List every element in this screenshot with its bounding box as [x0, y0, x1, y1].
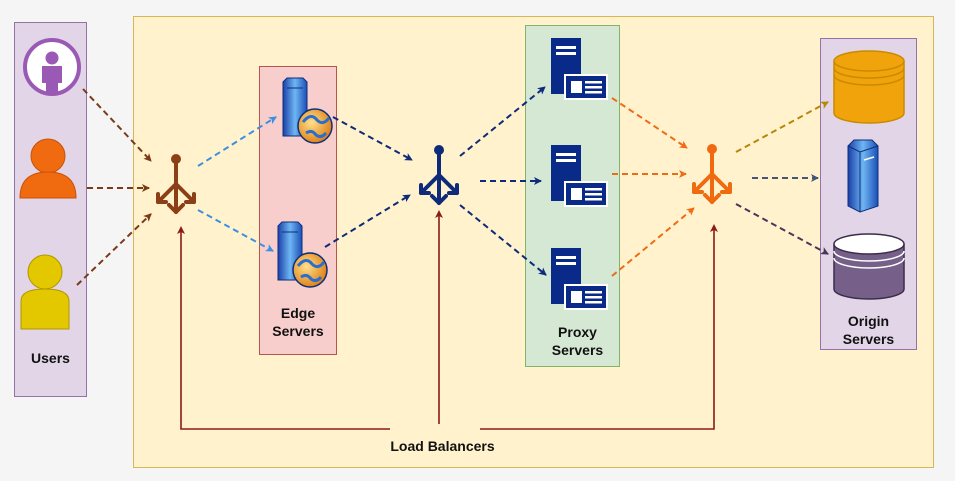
connector-lb1: [177, 226, 390, 430]
proxy-server-icon: [551, 248, 608, 310]
arrow-lb1-edge2: [197, 209, 274, 252]
arrow-edge1-lb2: [332, 116, 413, 161]
load-balancers-connector: [177, 210, 718, 430]
arrow-proxy3-lb3: [611, 207, 695, 277]
load-balancer-icon: [156, 154, 196, 214]
connector-lb3: [480, 224, 718, 430]
database-icon: [833, 233, 905, 300]
users-label: Users: [31, 350, 70, 366]
arrow-edge2-lb2: [324, 194, 411, 248]
arrow-proxy1-lb3: [611, 97, 688, 149]
origin-servers-label: Origin Servers: [842, 313, 895, 347]
user-icon: [19, 138, 77, 199]
load-balancer-icon: [692, 144, 732, 204]
arrow-lb3-origin3: [735, 203, 829, 255]
arrow-lb3-origin1: [735, 101, 829, 153]
edge-to-lb2-arrows: [324, 116, 413, 248]
user-icon: [23, 38, 81, 96]
load-balancer-icon: [419, 145, 459, 205]
arrow-lb1-edge1: [197, 116, 277, 167]
user-icon: [20, 254, 70, 330]
load-balancers-label: Load Balancers: [390, 438, 495, 454]
arrow-user3-lb1: [76, 213, 152, 286]
proxy-servers-label: Proxy Servers: [551, 324, 604, 358]
lb2-to-proxy-arrows: [459, 86, 547, 276]
server-icon: [847, 139, 879, 213]
arrow-user1-lb1: [82, 88, 152, 162]
proxy-server-icon: [551, 145, 608, 207]
lb1-to-edge-arrows: [197, 116, 277, 252]
proxy-to-lb3-arrows: [611, 97, 695, 277]
database-icon: [833, 50, 905, 124]
arrow-lb2-proxy1: [459, 86, 546, 157]
server-globe-icon: [277, 221, 328, 288]
arrow-lb2-proxy3: [459, 204, 547, 276]
lb3-to-origin-arrows: [735, 101, 829, 255]
edge-servers-label: Edge Servers: [272, 305, 324, 339]
server-globe-icon: [282, 77, 333, 144]
proxy-server-icon: [551, 38, 608, 100]
users-to-lb1-arrows: [76, 88, 152, 286]
